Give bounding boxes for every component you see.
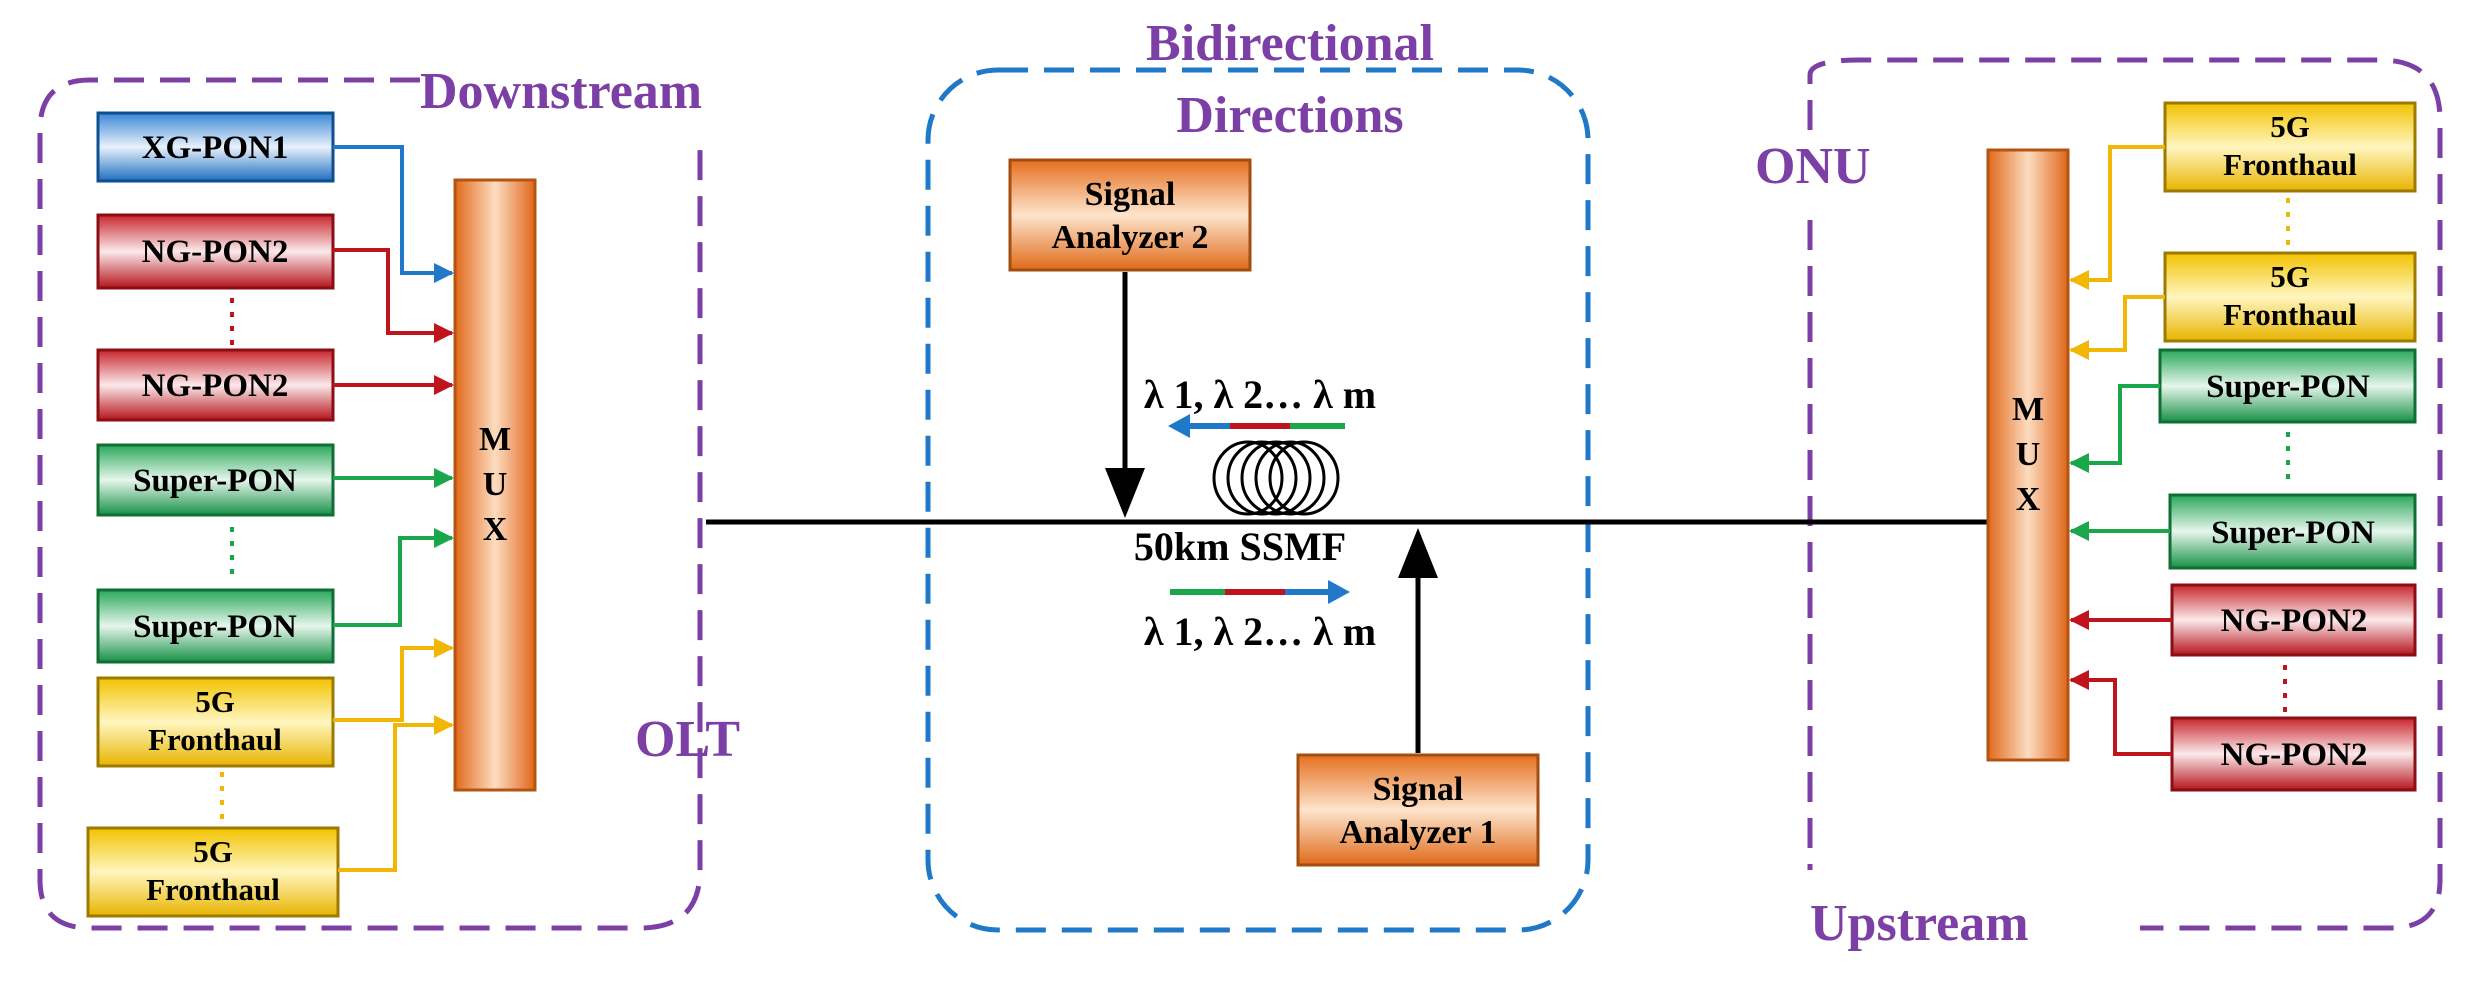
fiber-length-label: 50km SSMF (1134, 524, 1346, 569)
onu-mux-letter: X (2016, 481, 2041, 518)
source-label: Super-PON (133, 463, 297, 499)
olt-source-5g-b: 5G Fronthaul (86, 826, 340, 918)
onu-source-superpon-a: Super-PON (2158, 348, 2417, 424)
olt-mux-letter: U (483, 466, 508, 503)
source-label: Fronthaul (2223, 147, 2357, 182)
source-label: 5G (193, 834, 233, 869)
source-label: NG-PON2 (2221, 737, 2368, 773)
bidirectional-title-line2: Directions (1176, 87, 1403, 144)
bidirectional-region-border (925, 67, 1591, 933)
onu-mux-letter: M (2012, 391, 2044, 428)
source-label: XG-PON1 (142, 130, 289, 166)
source-label: Fronthaul (148, 722, 282, 757)
olt-source-xgpon1: XG-PON1 (96, 111, 335, 183)
source-label: 5G (2270, 259, 2310, 294)
signal-analyzer-1: Signal Analyzer 1 (1296, 753, 1540, 867)
olt-region-border (37, 77, 703, 931)
source-label: Fronthaul (2223, 297, 2357, 332)
downstream-title: Downstream (420, 63, 702, 120)
connector-5g-b (338, 715, 454, 872)
onu-region-border (1807, 57, 2443, 931)
source-label: NG-PON2 (142, 368, 289, 404)
connector-superpon-b (333, 528, 454, 627)
connector-onu-5g-b (2069, 295, 2165, 360)
olt-source-ngpon2-a: NG-PON2 (96, 213, 335, 290)
source-label: Super-PON (133, 609, 297, 645)
onu-mux: M U X (1986, 148, 2070, 762)
onu-source-superpon-b: Super-PON (2168, 493, 2417, 570)
source-label: 5G (195, 684, 235, 719)
bidirectional-title-line1: Bidirectional (1146, 15, 1434, 72)
source-label: 5G (2270, 109, 2310, 144)
connector-onu-5g-a (2069, 145, 2165, 290)
source-label: NG-PON2 (2221, 603, 2368, 639)
lambda-label-bottom: λ 1, λ 2… λ m (1144, 609, 1376, 654)
onu-source-5g-a: 5G Fronthaul (2163, 101, 2417, 193)
wavelength-arrow-right (1170, 580, 1350, 604)
onu-source-ngpon2-b: NG-PON2 (2170, 716, 2417, 792)
tap-arrowhead-down (1105, 468, 1145, 518)
lambda-label-top: λ 1, λ 2… λ m (1144, 372, 1376, 417)
analyzer-label: Signal (1085, 176, 1176, 213)
connector-onu-ngpon2-b (2069, 670, 2172, 756)
onu-source-5g-b: 5G Fronthaul (2163, 251, 2417, 343)
olt-source-superpon-a: Super-PON (96, 443, 335, 517)
olt-mux-letter: M (479, 421, 511, 458)
olt-mux-letter: X (483, 511, 508, 548)
olt-title: OLT (635, 711, 740, 768)
source-label: Super-PON (2206, 369, 2370, 405)
signal-analyzer-2: Signal Analyzer 2 (1008, 158, 1252, 272)
olt-source-5g-a: 5G Fronthaul (96, 676, 335, 768)
connector-ngpon2-a (333, 248, 454, 343)
wavelength-arrow-left (1168, 414, 1345, 438)
olt-mux: M U X (453, 178, 537, 792)
onu-mux-letter: U (2016, 436, 2041, 473)
upstream-title: Upstream (1810, 895, 2029, 952)
connector-xgpon1 (333, 145, 454, 283)
connector-5g-a (333, 638, 454, 722)
analyzer-label: Signal (1373, 771, 1464, 808)
analyzer-label: Analyzer 1 (1339, 814, 1496, 851)
fiber-spool-icon (1212, 440, 1340, 516)
onu-source-ngpon2-a: NG-PON2 (2170, 583, 2417, 657)
olt-source-superpon-b: Super-PON (96, 588, 335, 664)
onu-title: ONU (1755, 138, 1871, 195)
source-label: NG-PON2 (142, 234, 289, 270)
analyzer-label: Analyzer 2 (1051, 219, 1208, 256)
source-label: Fronthaul (146, 872, 280, 907)
connector-onu-superpon-a (2069, 384, 2160, 473)
source-label: Super-PON (2211, 515, 2375, 551)
olt-source-ngpon2-b: NG-PON2 (96, 348, 335, 422)
tap-arrowhead-up (1398, 528, 1438, 578)
